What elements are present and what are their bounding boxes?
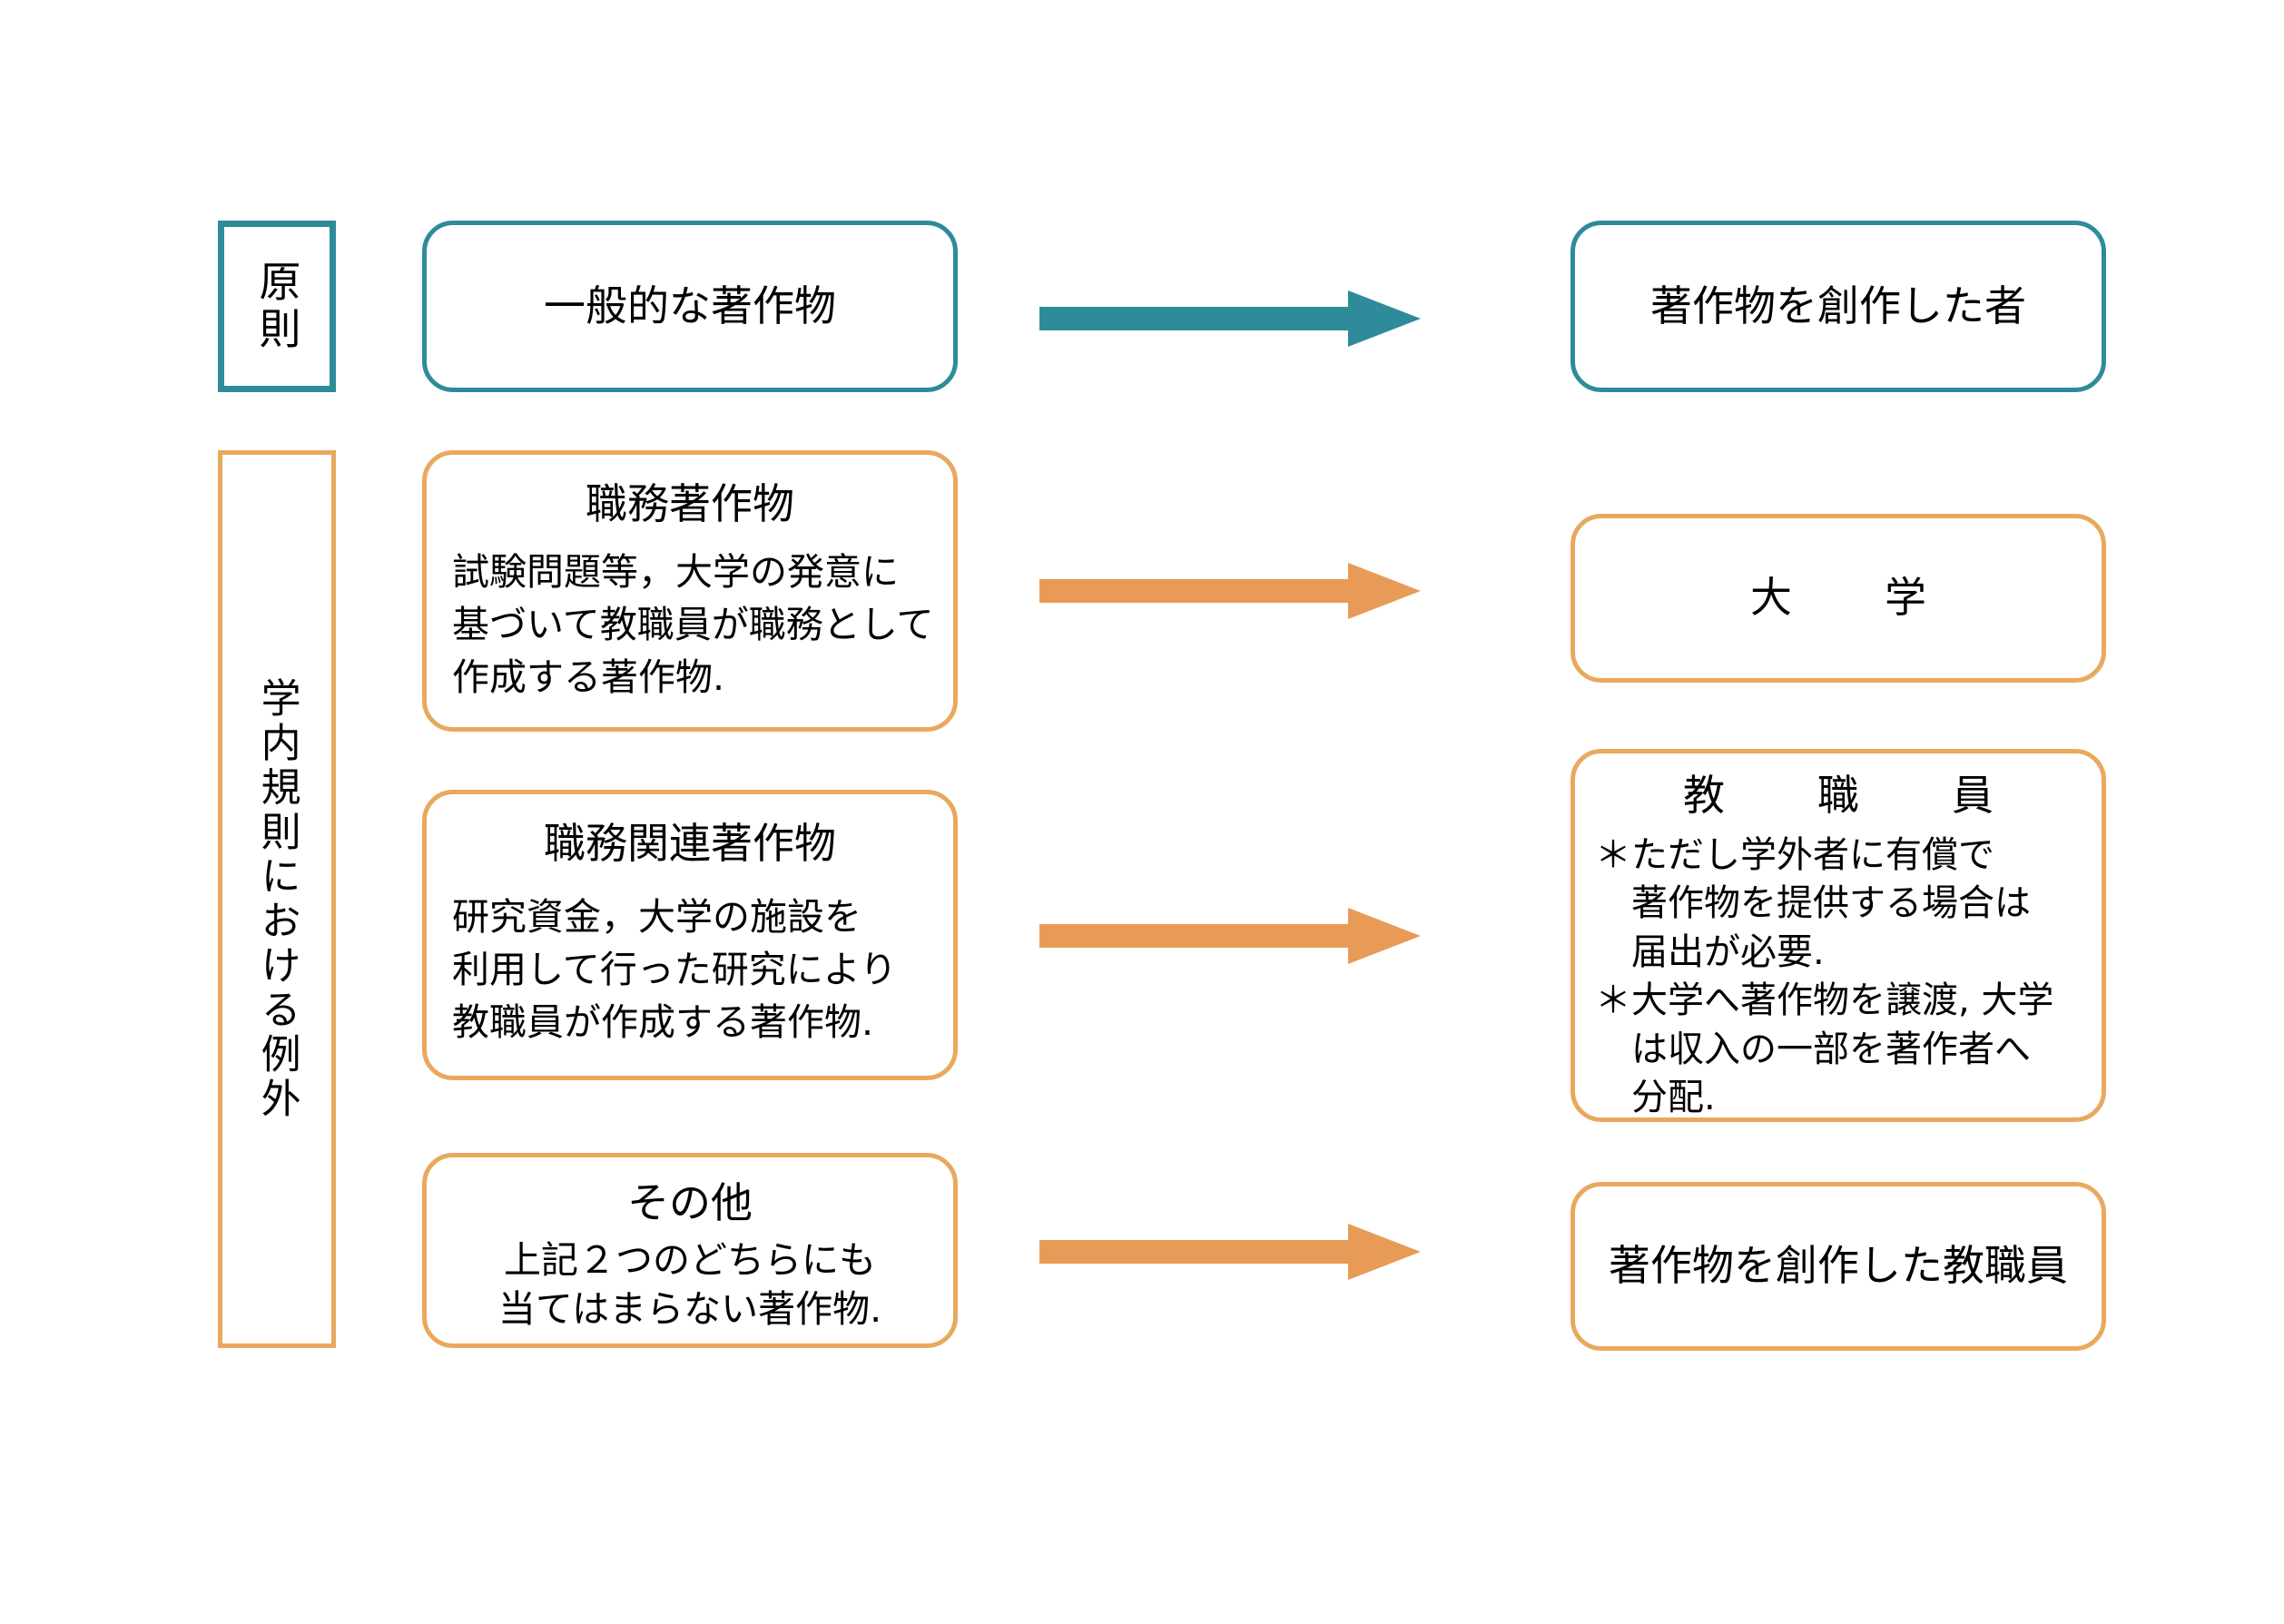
arrow-teal [1039, 290, 1421, 347]
source-title-general-work: 一般的な著作物 [544, 281, 836, 330]
target-box-university: 大 学 [1570, 514, 2106, 683]
category-label-exception: 学内規則における例外 [253, 676, 300, 1122]
target-box-general-work: 著作物を創作した者 [1570, 221, 2106, 392]
source-title-work-made-for-hire: 職務著作物 [586, 479, 794, 528]
source-box-other-works: その他 上記２つのどちらにも 当てはまらない著作物. [422, 1153, 958, 1348]
source-body-work-related-to-duties: 研究資金，大学の施設を 利用して行った研究により 教職員が作成する著作物. [452, 894, 897, 1044]
target-title-faculty-staff: 教 職 員 [1683, 771, 2019, 820]
target-box-creator-faculty-staff: 著作物を創作した教職員 [1570, 1182, 2106, 1351]
target-title-general-work: 著作物を創作した者 [1650, 281, 2026, 330]
source-title-other-works: その他 [627, 1178, 753, 1227]
source-box-work-made-for-hire: 職務著作物 試験問題等，大学の発意に 基づいて教職員が職務として 作成する著作物… [422, 450, 958, 732]
source-body-other-works: 上記２つのどちらにも 当てはまらない著作物. [497, 1237, 882, 1332]
target-box-faculty-staff: 教 職 員 ＊ただし学外者に有償で 著作物を提供する場合は 届出が必要. ＊大学… [1570, 749, 2106, 1122]
category-box-principle: 原則 [218, 221, 336, 392]
category-label-principle: 原則 [252, 259, 302, 354]
arrow-orange-3 [1039, 1224, 1421, 1280]
source-box-work-related-to-duties: 職務関連著作物 研究資金，大学の施設を 利用して行った研究により 教職員が作成す… [422, 790, 958, 1080]
source-title-work-related-to-duties: 職務関連著作物 [544, 819, 836, 868]
category-box-exception: 学内規則における例外 [218, 450, 336, 1348]
source-body-work-made-for-hire: 試験問題等，大学の発意に 基づいて教職員が職務として 作成する著作物. [452, 549, 934, 699]
source-box-general-work: 一般的な著作物 [422, 221, 958, 392]
target-title-creator-faculty-staff: 著作物を創作した教職員 [1609, 1241, 2068, 1291]
arrow-orange-1 [1039, 563, 1421, 619]
target-title-university: 大 学 [1750, 573, 1952, 623]
arrow-orange-2 [1039, 908, 1421, 964]
target-notes-faculty-staff: ＊ただし学外者に有償で 著作物を提供する場合は 届出が必要. ＊大学へ著作物を譲… [1595, 833, 2054, 1119]
